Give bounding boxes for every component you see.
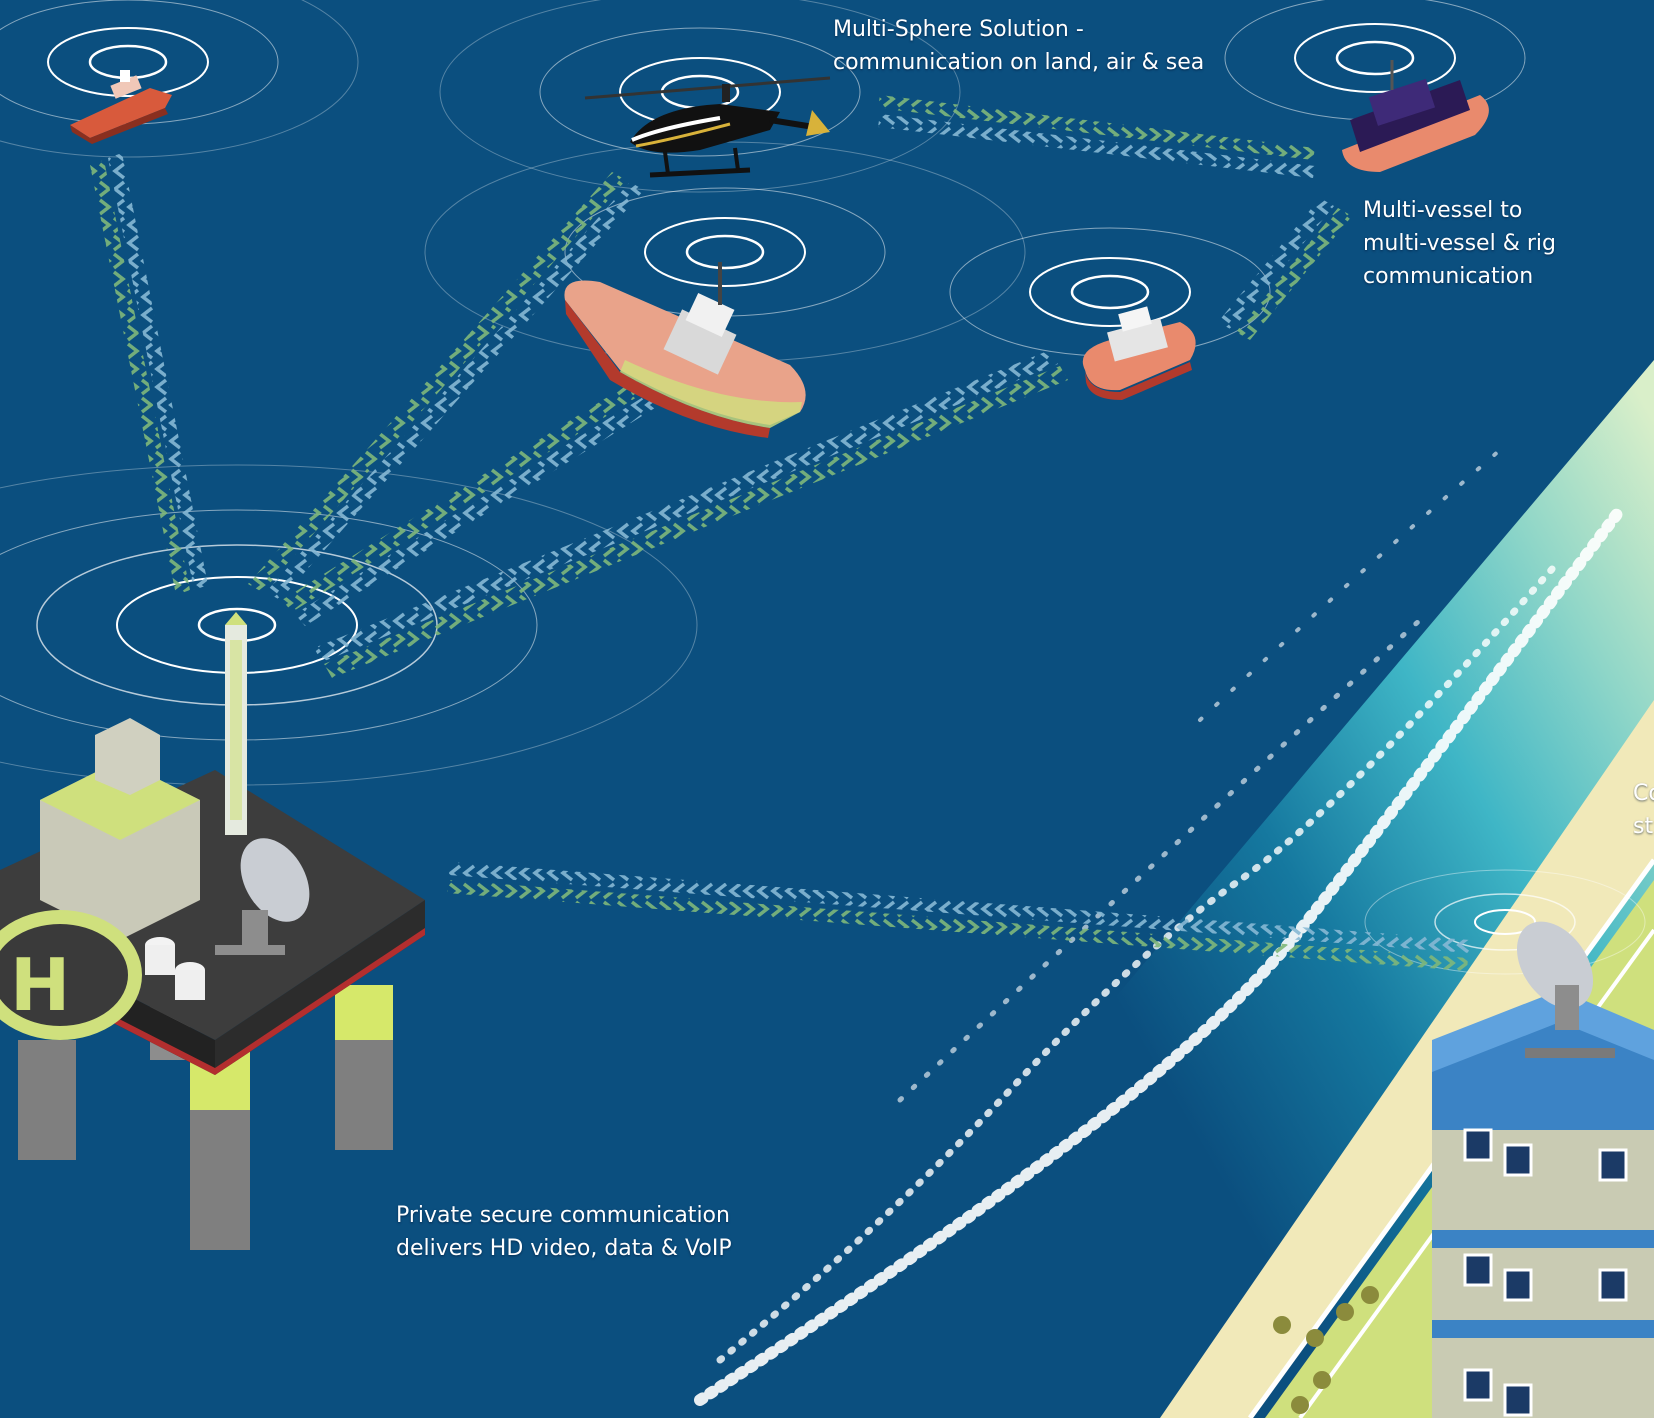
caption-multi-vessel: Multi-vessel to multi-vessel & rig commu…	[1363, 194, 1556, 293]
communication-links	[90, 95, 1470, 971]
beach-sand	[1160, 700, 1654, 1418]
caption-multi-vessel-line1: Multi-vessel to	[1363, 198, 1523, 223]
surf-foam	[694, 448, 1626, 1406]
ship-icon	[564, 262, 806, 438]
link-tug-rig	[314, 350, 1068, 678]
patrol-vessel-icon	[1342, 60, 1489, 172]
trees	[1273, 1286, 1379, 1414]
building-dish-icon	[1516, 921, 1615, 1058]
caption-cut-off-line1: Co	[1633, 781, 1654, 806]
caption-cut-off-line2: st	[1633, 814, 1654, 839]
helicopter-icon	[584, 76, 831, 178]
link-speedboat-rig	[90, 153, 208, 595]
caption-multi-vessel-line2: multi-vessel & rig	[1363, 231, 1556, 256]
caption-multi-sphere-line1: Multi-Sphere Solution -	[833, 17, 1084, 42]
helipad-letter: H	[10, 943, 70, 1027]
oil-rig-platform-icon	[0, 612, 425, 1250]
caption-multi-vessel-line3: communication	[1363, 264, 1534, 289]
caption-multi-sphere-line2: communication on land, air & sea	[833, 50, 1205, 75]
caption-multi-sphere: Multi-Sphere Solution - communication on…	[833, 13, 1204, 79]
caption-private-secure: Private secure communication delivers HD…	[396, 1199, 732, 1265]
speedboat-icon	[70, 70, 172, 144]
tug-boat-icon	[1082, 306, 1196, 400]
link-helicopter-vessel	[878, 95, 1315, 178]
link-rig-building	[447, 862, 1470, 971]
link-helicopter-rig	[248, 172, 644, 600]
link-ship-rig	[282, 380, 658, 626]
caption-cut-off: Co st	[1633, 777, 1654, 843]
caption-private-secure-line2: delivers HD video, data & VoIP	[396, 1236, 732, 1261]
satellite-dish-icon	[215, 838, 310, 955]
caption-private-secure-line1: Private secure communication	[396, 1203, 730, 1228]
link-vessel-tug	[1218, 198, 1352, 340]
coastal-building-icon	[1432, 921, 1654, 1418]
helipad	[0, 910, 142, 1040]
